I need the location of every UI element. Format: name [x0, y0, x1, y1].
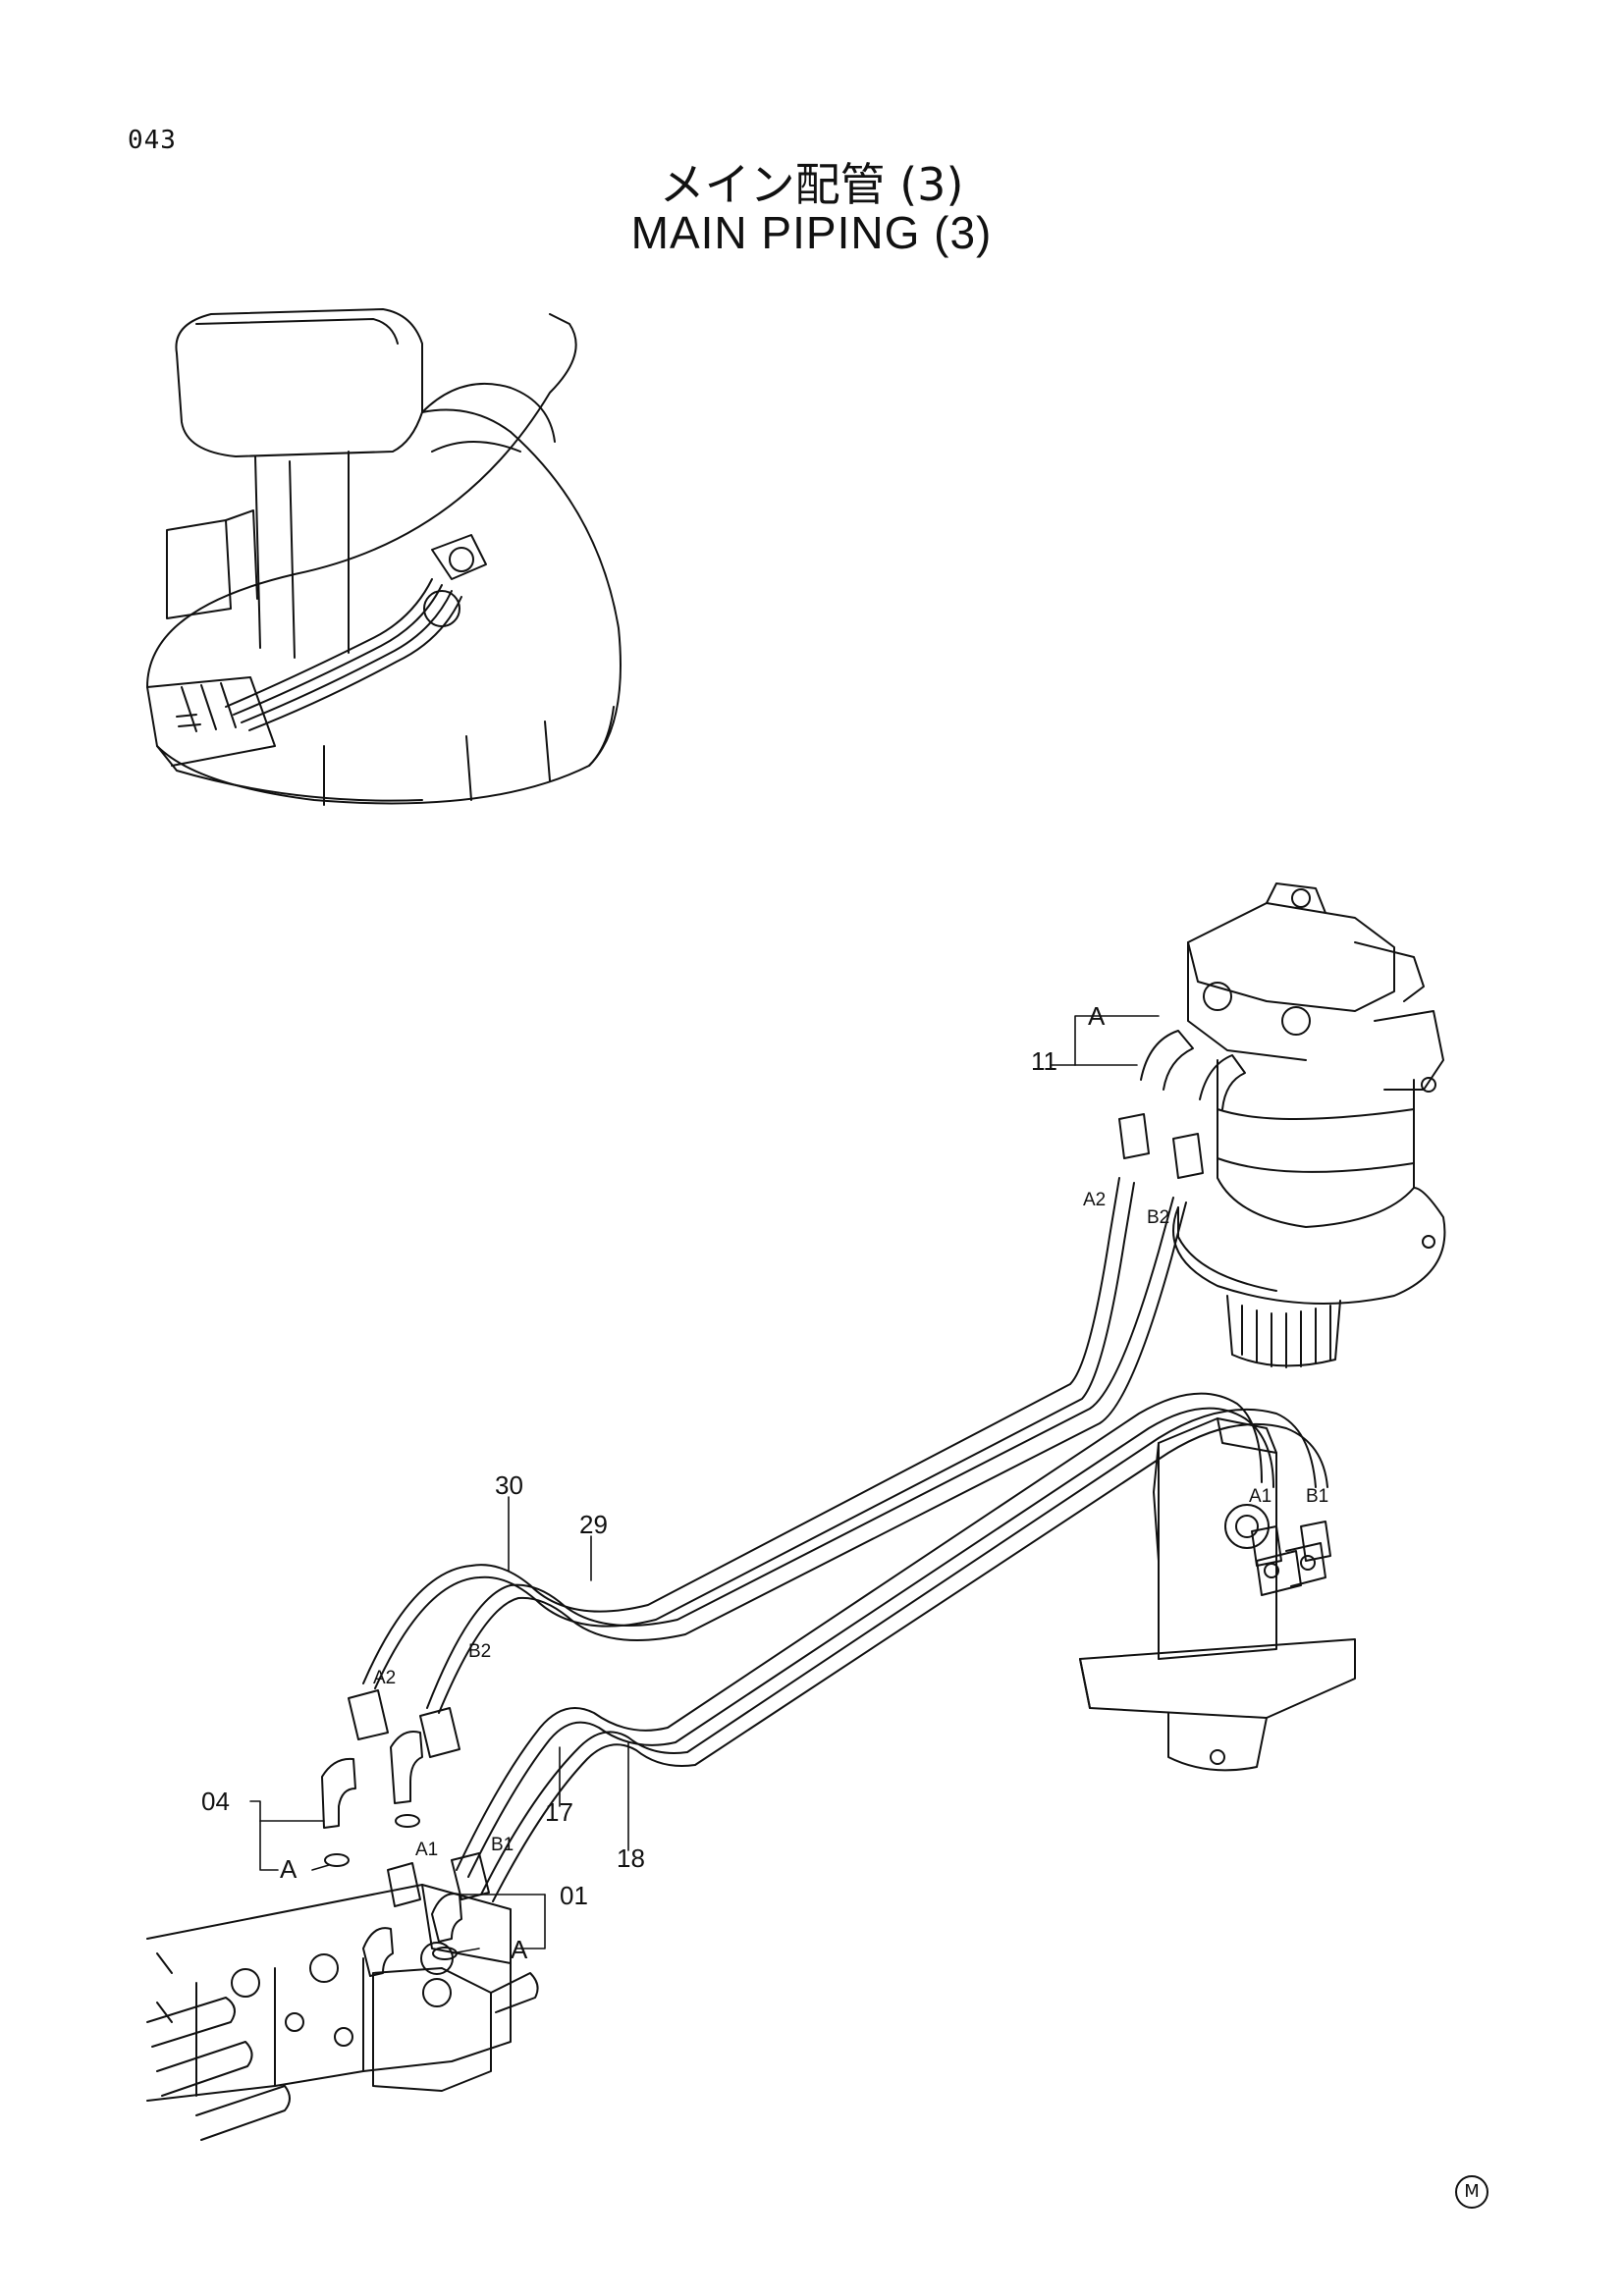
- callout-29: 29: [579, 1510, 608, 1539]
- port-label-b2-valve: B2: [468, 1641, 491, 1662]
- machine-overview-illustration: [146, 308, 622, 806]
- port-label-a1-joint: A1: [1249, 1486, 1271, 1507]
- page-number: 043: [128, 126, 177, 155]
- callout-18: 18: [617, 1843, 645, 1873]
- page-title-english: MAIN PIPING (3): [630, 207, 993, 258]
- port-label-a2-valve: A2: [373, 1668, 396, 1688]
- callout-detail-a-left: A: [280, 1854, 298, 1884]
- hose-29-30: [362, 1177, 1187, 1714]
- port-label-a2-motor: A2: [1083, 1190, 1106, 1210]
- leader-lines: [249, 1015, 1160, 1954]
- port-label-b2-motor: B2: [1147, 1207, 1169, 1228]
- swing-motor: [1172, 882, 1446, 1368]
- callout-detail-a-right: A: [511, 1935, 528, 1964]
- control-valve: [146, 1884, 539, 2141]
- port-label-a1-valve: A1: [415, 1840, 438, 1860]
- hose-fittings: [321, 1030, 1331, 1977]
- port-label-b1-joint: B1: [1306, 1486, 1328, 1507]
- callout-01: 01: [560, 1881, 588, 1910]
- callout-detail-a-motor: A: [1088, 1001, 1106, 1031]
- page-title-japanese: メイン配管 (3): [659, 158, 964, 211]
- callout-30: 30: [495, 1470, 523, 1500]
- callout-04: 04: [201, 1787, 230, 1816]
- hose-17-18: [456, 1392, 1328, 1902]
- port-label-b1-valve: B1: [491, 1835, 514, 1855]
- callout-11: 11: [1031, 1046, 1057, 1076]
- circled-m-mark: M: [1455, 2175, 1488, 2209]
- callout-17: 17: [545, 1797, 573, 1827]
